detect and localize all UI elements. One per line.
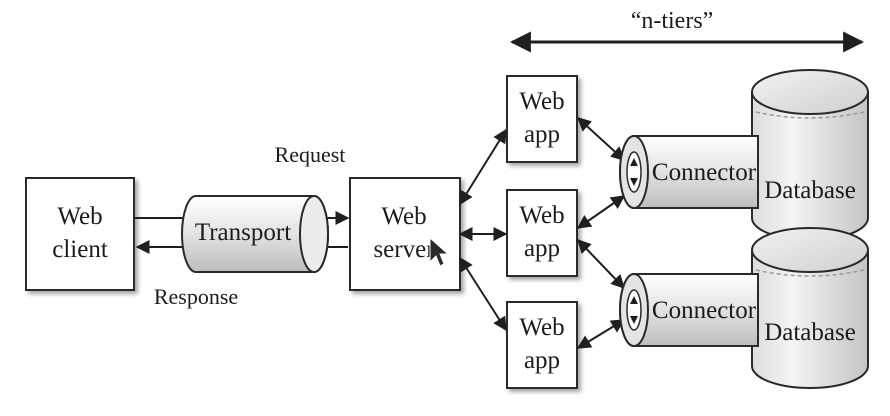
request-label: Request — [275, 142, 346, 167]
transport-cylinder[interactable]: Transport — [181, 195, 329, 273]
web-app-box-1[interactable]: Web app — [506, 75, 578, 163]
database-cylinder-1[interactable]: Database — [751, 69, 869, 241]
web-app-3-label-2: app — [524, 347, 560, 374]
web-client-label-1: Web — [57, 203, 102, 230]
connector-cylinder-1[interactable]: Connector — [619, 135, 759, 209]
mouse-cursor-icon — [429, 236, 450, 267]
web-app-2-label-1: Web — [519, 202, 564, 229]
database-1-label: Database — [764, 177, 856, 204]
server-app-arrows — [458, 128, 508, 332]
database-2-label: Database — [764, 319, 856, 346]
connector-cylinder-2[interactable]: Connector — [619, 273, 759, 347]
connector-2-label: Connector — [652, 297, 757, 324]
web-client-box[interactable]: Web client — [25, 177, 135, 291]
web-app-3-label-1: Web — [519, 314, 564, 341]
web-app-1-label-2: app — [524, 121, 560, 148]
web-server-box[interactable]: Web server — [349, 177, 461, 291]
web-app-box-2[interactable]: Web app — [506, 189, 578, 277]
web-client-label-2: client — [52, 236, 108, 263]
web-app-1-label-1: Web — [519, 88, 564, 115]
web-app-box-3[interactable]: Web app — [506, 301, 578, 389]
app-connector-arrows — [576, 117, 626, 349]
response-label: Response — [154, 284, 238, 309]
web-server-label-1: Web — [381, 203, 426, 230]
n-tiers-label: “n-tiers” — [631, 8, 714, 34]
web-server-label-2: server — [373, 236, 435, 263]
database-cylinder-2[interactable]: Database — [751, 227, 869, 389]
n-tiers-span: “n-tiers” — [509, 8, 865, 53]
connector-1-label: Connector — [652, 159, 757, 186]
transport-label: Transport — [195, 219, 291, 246]
web-app-2-label-2: app — [524, 235, 560, 262]
